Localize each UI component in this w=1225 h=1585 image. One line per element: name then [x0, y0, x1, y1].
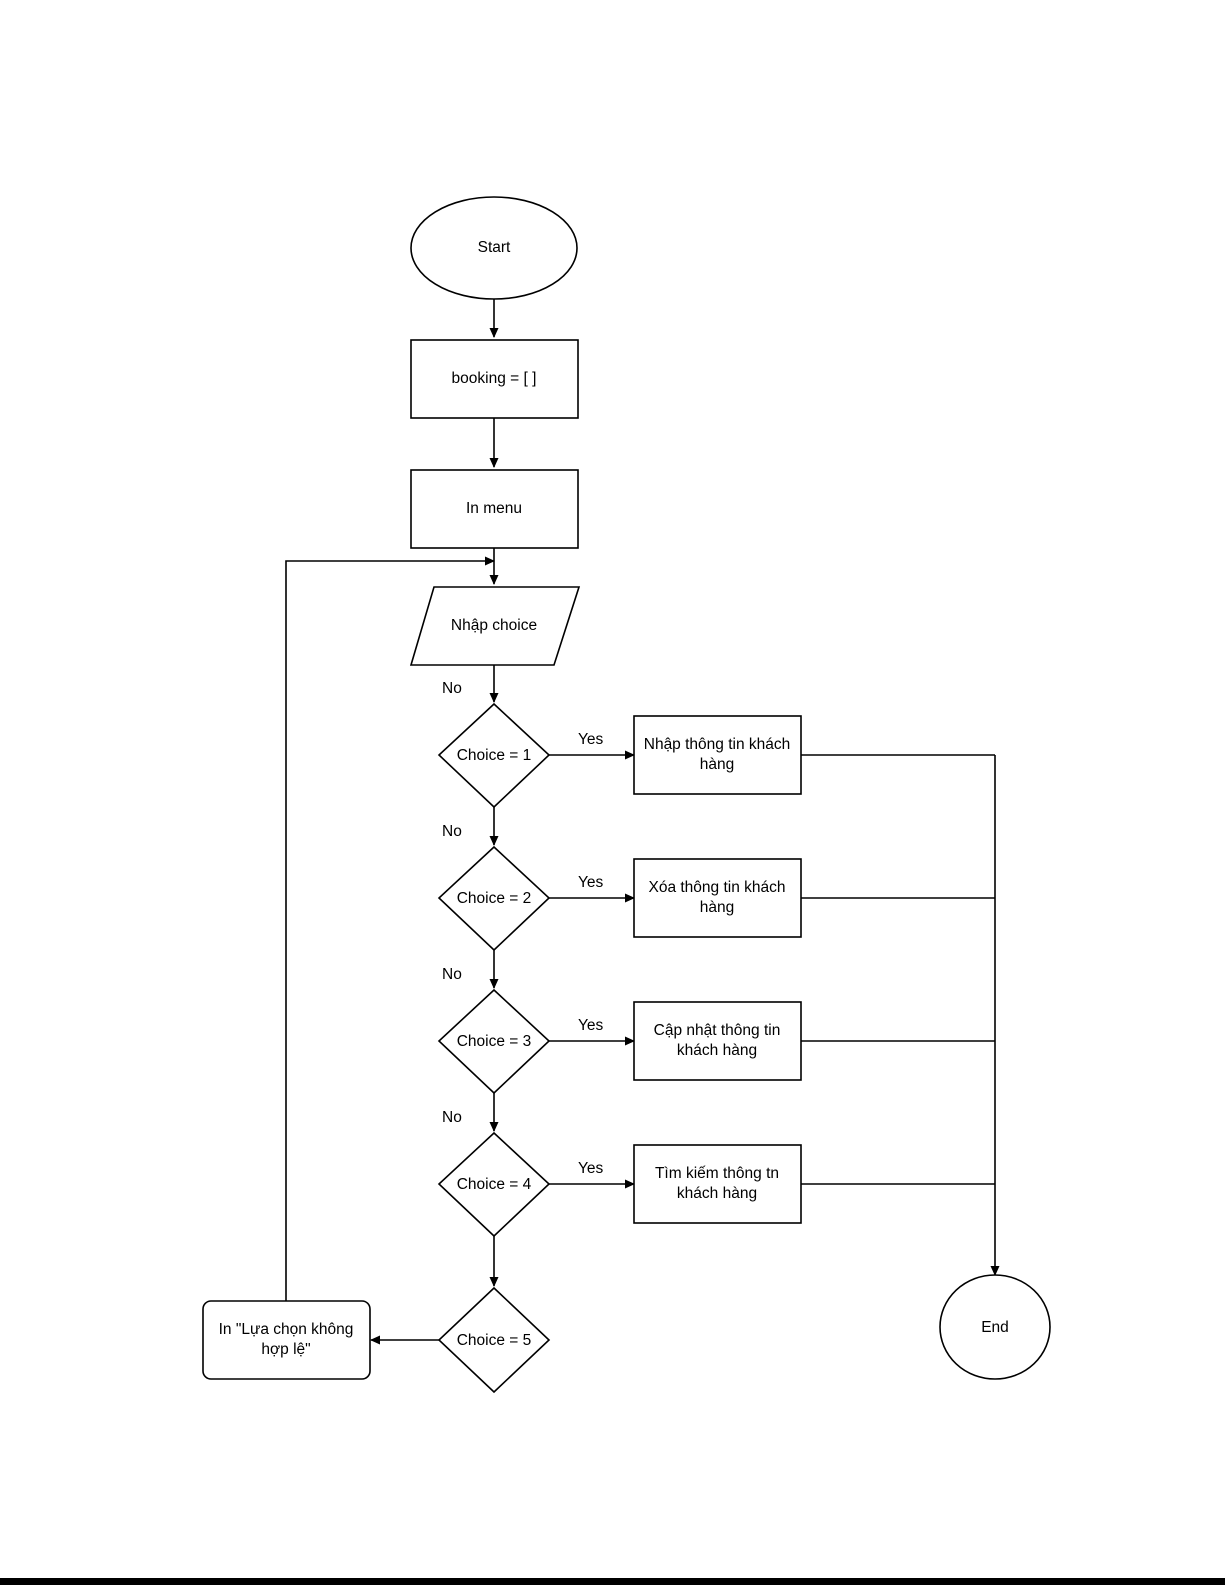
- action-update-customer: Cập nhật thông tin khách hàng: [634, 1002, 801, 1080]
- decision-choice-2-label: Choice = 2: [457, 890, 532, 907]
- edge-label-no-4: No: [442, 1109, 462, 1126]
- decision-choice-2: Choice = 2: [439, 847, 549, 950]
- edge-label-yes-2: Yes: [578, 874, 604, 891]
- edge-label-no-2: No: [442, 823, 462, 840]
- edge-label-yes-3: Yes: [578, 1017, 604, 1034]
- node-input-label: Nhập choice: [451, 617, 537, 634]
- decision-choice-4: Choice = 4: [439, 1133, 549, 1236]
- decision-choice-5-label: Choice = 5: [457, 1332, 532, 1349]
- edge-label-yes-1: Yes: [578, 731, 604, 748]
- node-end-label: End: [981, 1319, 1009, 1336]
- decision-choice-1-label: Choice = 1: [457, 747, 532, 764]
- action-search-customer-line-1: Tìm kiếm thông tn: [655, 1165, 779, 1182]
- node-init: booking = [ ]: [411, 340, 578, 418]
- decision-choice-5: Choice = 5: [439, 1288, 549, 1392]
- action-update-customer-line-1: Cập nhật thông tin: [654, 1022, 781, 1039]
- decision-choice-3: Choice = 3: [439, 990, 549, 1093]
- edge-label-yes-4: Yes: [578, 1160, 604, 1177]
- action-add-customer-line-2: hàng: [700, 756, 734, 773]
- edge-label-no-3: No: [442, 966, 462, 983]
- action-search-customer: Tìm kiếm thông tn khách hàng: [634, 1145, 801, 1223]
- action-invalid-choice-line-1: In "Lựa chọn không: [219, 1321, 354, 1338]
- action-update-customer-line-2: khách hàng: [677, 1042, 757, 1059]
- action-add-customer: Nhập thông tin khách hàng: [634, 716, 801, 794]
- node-menu-label: In menu: [466, 500, 522, 517]
- page-bottom-border: [0, 1578, 1225, 1585]
- node-end: End: [940, 1275, 1050, 1379]
- node-start: Start: [411, 197, 577, 299]
- node-start-label: Start: [478, 239, 511, 256]
- decision-choice-3-label: Choice = 3: [457, 1033, 532, 1050]
- edge-label-no-1: No: [442, 680, 462, 697]
- action-delete-customer: Xóa thông tin khách hàng: [634, 859, 801, 937]
- action-invalid-choice-line-2: hợp lệ": [261, 1341, 310, 1358]
- action-delete-customer-line-2: hàng: [700, 899, 734, 916]
- node-init-label: booking = [ ]: [452, 370, 537, 387]
- decision-choice-1: Choice = 1: [439, 704, 549, 807]
- node-input: Nhập choice: [411, 587, 579, 665]
- node-menu: In menu: [411, 470, 578, 548]
- action-add-customer-line-1: Nhập thông tin khách: [644, 736, 791, 753]
- decision-choice-4-label: Choice = 4: [457, 1176, 532, 1193]
- action-search-customer-line-2: khách hàng: [677, 1185, 757, 1202]
- action-delete-customer-line-1: Xóa thông tin khách: [648, 879, 785, 896]
- action-invalid-choice: In "Lựa chọn không hợp lệ": [203, 1301, 370, 1379]
